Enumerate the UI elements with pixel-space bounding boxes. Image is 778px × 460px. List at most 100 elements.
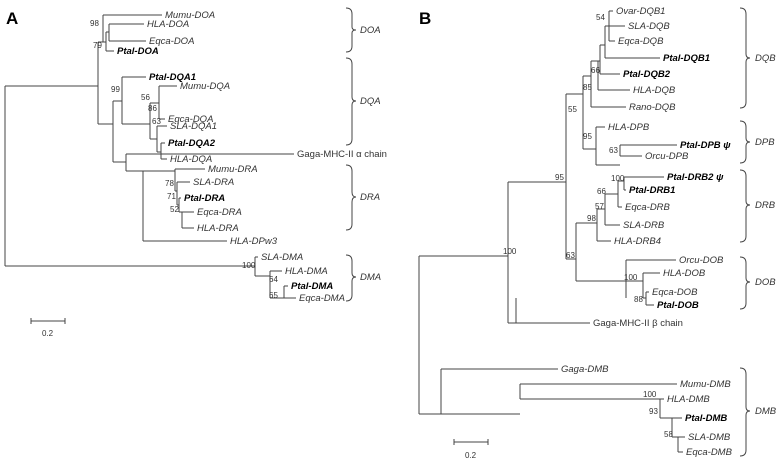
- clade-label: DQB: [755, 53, 776, 64]
- taxon-label: Eqca-DQB: [618, 36, 664, 47]
- bootstrap-value: 86: [148, 104, 157, 113]
- taxon-label: HLA-DRB4: [614, 236, 661, 247]
- taxon-label: Eqca-DOB: [652, 287, 698, 298]
- taxon-label: Mumu-DQA: [180, 81, 230, 92]
- bootstrap-value: 63: [566, 251, 575, 260]
- tree-b-bootstrap: 54 66 85 55 95 63 100 66 57 98 95 100 88…: [503, 13, 673, 439]
- tree-a-taxon-labels: Mumu-DOA HLA-DOA Eqca-DOA Ptal-DOA Ptal-…: [117, 10, 387, 304]
- taxon-label: Ptal-DOB: [657, 300, 699, 311]
- bracket-dqa: [345, 57, 357, 146]
- clade-label: DQA: [360, 96, 381, 107]
- bootstrap-value: 95: [555, 173, 564, 182]
- bootstrap-value: 100: [242, 261, 256, 270]
- panel-letter-a: A: [6, 9, 18, 28]
- bootstrap-value: 64: [269, 275, 278, 284]
- bootstrap-value: 98: [587, 214, 596, 223]
- bootstrap-value: 63: [152, 117, 161, 126]
- taxon-label: Ptal-DRA: [184, 193, 225, 204]
- bootstrap-value: 66: [591, 66, 600, 75]
- taxon-label: HLA-DQA: [170, 154, 212, 165]
- taxon-label-gaga: Gaga-MHC-II α chain: [297, 149, 387, 160]
- bracket-dpb: [739, 120, 751, 164]
- tree-a-clade-brackets: DOA DQA DRA DMA: [345, 7, 381, 302]
- taxon-label-gaga: Gaga-MHC-II β chain: [593, 318, 683, 329]
- bootstrap-value: 95: [583, 132, 592, 141]
- bootstrap-value: 78: [165, 179, 174, 188]
- bootstrap-value: 63: [609, 146, 618, 155]
- taxon-label: Ptal-DQA2: [168, 138, 216, 149]
- bootstrap-value: 100: [611, 174, 625, 183]
- taxon-label: Orcu-DPB: [645, 151, 689, 162]
- bootstrap-value: 98: [90, 19, 99, 28]
- taxon-label: Mumu-DRA: [208, 164, 258, 175]
- bootstrap-value: 58: [664, 430, 673, 439]
- bootstrap-value: 93: [649, 407, 658, 416]
- scale-bar-a: 0.2: [30, 318, 66, 338]
- tree-b-clade-brackets: DQB DPB DRB DOB DMB: [739, 7, 777, 457]
- taxon-label: HLA-DQB: [633, 85, 676, 96]
- bootstrap-value: 54: [596, 13, 605, 22]
- taxon-label: Ptal-DQA1: [149, 72, 196, 83]
- taxon-label: Ptal-DMA: [291, 281, 333, 292]
- bracket-dmb: [739, 367, 751, 457]
- taxon-label: Eqca-DMB: [686, 447, 733, 458]
- bracket-dob: [739, 256, 751, 310]
- bootstrap-value: 65: [269, 291, 278, 300]
- clade-label: DRA: [360, 192, 380, 203]
- taxon-label: HLA-DOB: [663, 268, 706, 279]
- scale-bar-label: 0.2: [465, 451, 477, 460]
- panel-letter-b: B: [419, 9, 431, 28]
- clade-label: DOA: [360, 25, 381, 36]
- clade-label: DRB: [755, 200, 776, 211]
- bootstrap-value: 56: [141, 93, 150, 102]
- taxon-label: HLA-DMB: [667, 394, 710, 405]
- bootstrap-value: 99: [111, 85, 120, 94]
- taxon-label: Ptal-DPB ψ: [680, 140, 731, 151]
- taxon-label: Ptal-DOA: [117, 46, 159, 57]
- taxon-label: Ptal-DMB: [685, 413, 727, 424]
- taxon-label: Ptal-DQB2: [623, 69, 671, 80]
- taxon-label: Ptal-DRB1: [629, 185, 675, 196]
- scale-bar-b: 0.2: [453, 439, 489, 460]
- bootstrap-value: 55: [568, 105, 577, 114]
- bootstrap-value: 52: [170, 205, 179, 214]
- taxon-label: Eqca-DOA: [149, 36, 194, 47]
- bootstrap-value: 88: [634, 295, 643, 304]
- taxon-label: SLA-DRA: [193, 177, 234, 188]
- taxon-label: Mumu-DMB: [680, 379, 731, 390]
- bootstrap-value: 71: [167, 192, 176, 201]
- scale-bar-label: 0.2: [42, 329, 54, 338]
- taxon-label: Eqca-DRA: [197, 207, 242, 218]
- taxon-label: Ptal-DQB1: [663, 53, 710, 64]
- taxon-label: Gaga-DMB: [561, 364, 609, 375]
- clade-label: DMB: [755, 406, 777, 417]
- taxon-label: HLA-DRA: [197, 223, 239, 234]
- bracket-dqb: [739, 7, 751, 109]
- taxon-label: SLA-DQB: [628, 21, 670, 32]
- scale-bar-line: [453, 439, 489, 445]
- taxon-label: Eqca-DRB: [625, 202, 671, 213]
- taxon-label: Ptal-DRB2 ψ: [667, 172, 724, 183]
- bracket-dma: [345, 254, 357, 302]
- taxon-label: Rano-DQB: [629, 102, 676, 113]
- taxon-label: SLA-DMA: [261, 252, 303, 263]
- bracket-doa: [345, 7, 357, 53]
- tree-b-branches: [418, 10, 685, 453]
- taxon-label: Mumu-DOA: [165, 10, 215, 21]
- taxon-label: SLA-DRB: [623, 220, 665, 231]
- clade-label: DMA: [360, 272, 381, 283]
- scale-bar-line: [30, 318, 66, 324]
- taxon-label: Ovar-DQB1: [616, 6, 665, 17]
- taxon-label: Orcu-DOB: [679, 255, 724, 266]
- bootstrap-value: 100: [643, 390, 657, 399]
- taxon-label: Eqca-DMA: [299, 293, 345, 304]
- taxon-label: SLA-DQA1: [170, 121, 217, 132]
- clade-label: DPB: [755, 137, 775, 148]
- bracket-dra: [345, 164, 357, 231]
- bootstrap-value: 66: [597, 187, 606, 196]
- tree-b-taxon-labels: Ovar-DQB1 SLA-DQB Eqca-DQB Ptal-DQB1 Pta…: [561, 6, 733, 458]
- bootstrap-value: 79: [93, 41, 102, 50]
- clade-label: DOB: [755, 277, 776, 288]
